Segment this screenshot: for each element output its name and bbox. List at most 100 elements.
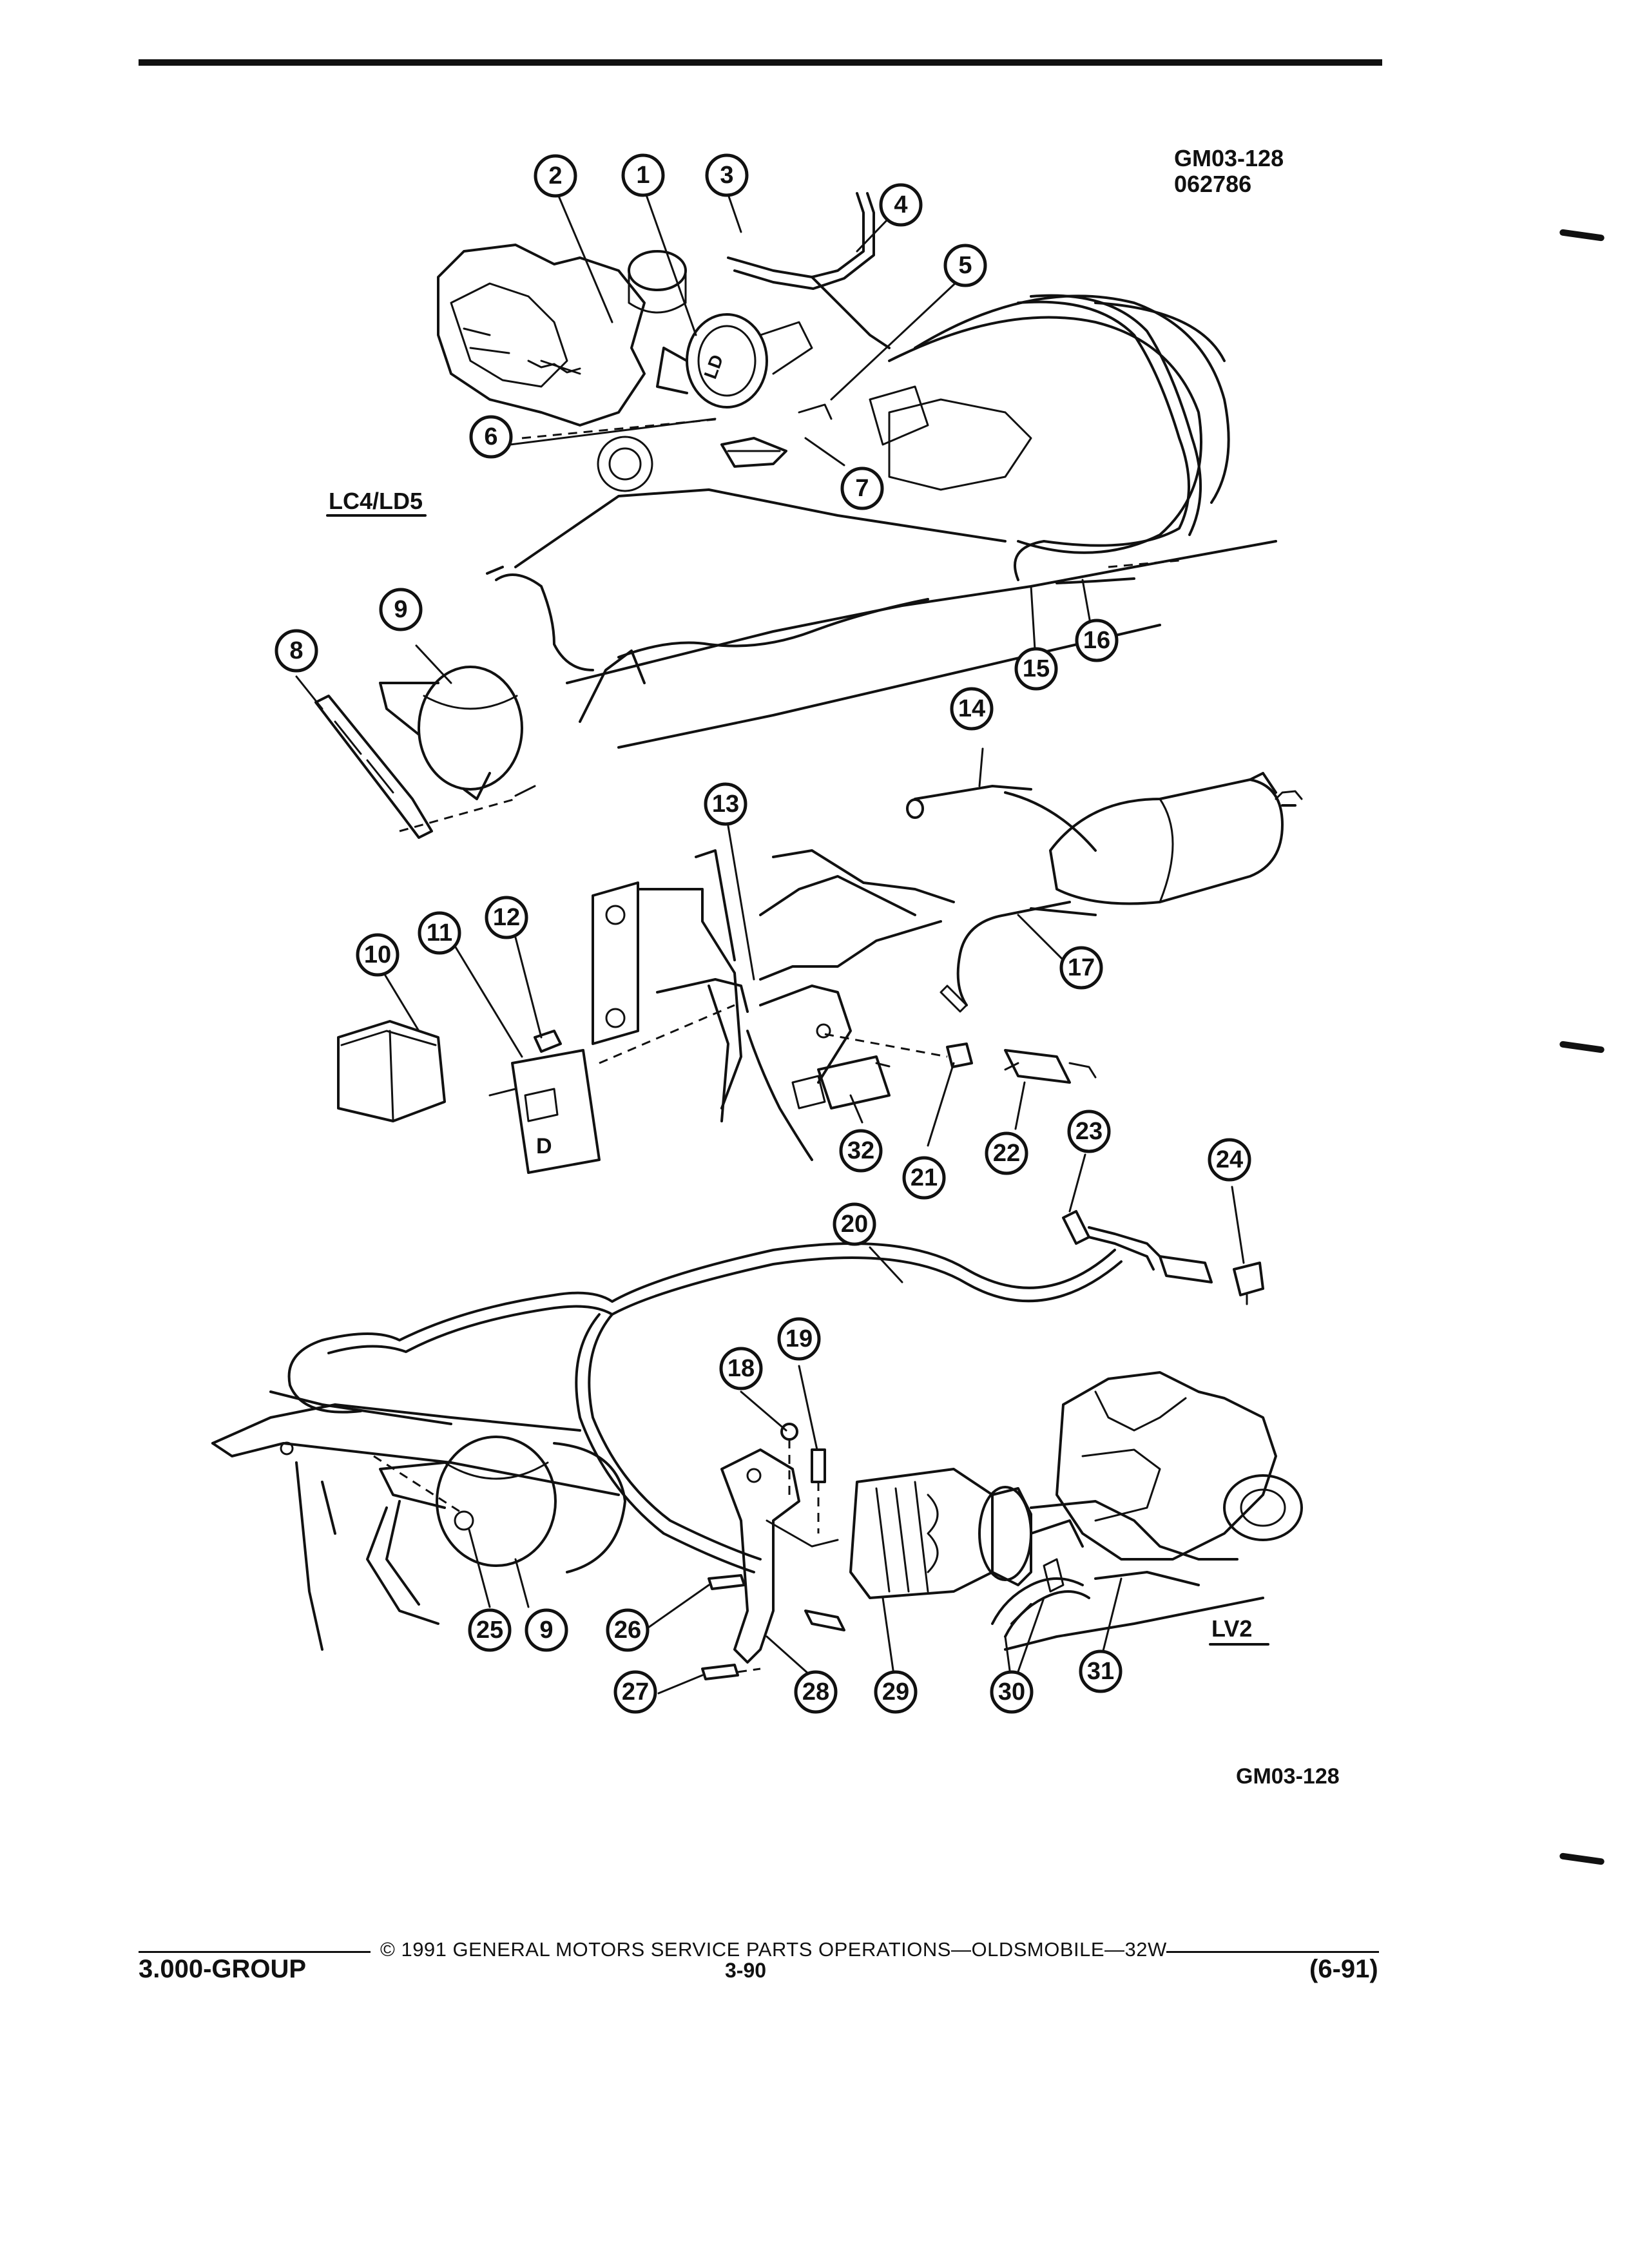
svg-text:4: 4 [894,191,907,218]
callout-18: 18 [719,1347,763,1390]
svg-text:15: 15 [1023,655,1050,682]
callout-4: 4 [879,183,923,227]
nut-18 [780,1423,798,1501]
svg-text:12: 12 [493,904,520,931]
fender-bottom [211,1390,626,1651]
carburetor-assembly-top [437,244,687,427]
engine-label-top: LC4/LD5 [329,488,423,514]
svg-text:11: 11 [427,919,452,947]
svg-text:9: 9 [394,596,407,623]
hose-connector-23 [1062,1210,1213,1283]
connector-22 [1004,1049,1097,1084]
svg-text:1: 1 [636,162,650,189]
vacuum-fitting-24 [1233,1262,1264,1305]
svg-text:28: 28 [802,1678,829,1706]
svg-text:6: 6 [484,423,497,450]
svg-text:29: 29 [882,1678,909,1706]
callouts: 1 2 3 4 5 6 7 8 9 10 11 12 13 14 15 16 1… [275,153,1251,1714]
callout-23: 23 [1067,1110,1111,1153]
svg-text:10: 10 [364,941,391,968]
svg-text:16: 16 [1083,627,1110,654]
svg-text:31: 31 [1087,1658,1114,1685]
svg-text:3: 3 [720,162,733,189]
svg-text:17: 17 [1068,954,1095,981]
svg-text:22: 22 [993,1140,1020,1167]
callout-29: 29 [874,1670,918,1714]
brake-switch-assembly [906,772,1303,1013]
callout-7: 7 [840,466,884,510]
callout-15: 15 [1014,647,1058,691]
brake-booster-top [869,294,1230,554]
hose-end-bottom [804,1610,845,1631]
footer-date: (6-91) [1309,1955,1378,1983]
svg-text:21: 21 [911,1164,938,1191]
svg-text:23: 23 [1075,1118,1103,1145]
callout-12: 12 [485,896,528,939]
callout-32: 32 [839,1129,883,1173]
svg-text:27: 27 [622,1678,649,1706]
callout-13: 13 [704,782,747,826]
callout-8: 8 [275,629,318,673]
callout-21: 21 [902,1156,946,1200]
cruise-servo-bottom [849,1468,1084,1599]
bolt-27 [701,1664,761,1680]
callout-1: 1 [621,153,665,197]
vacuum-reservoir-bottom [366,1436,557,1625]
engine-label-bottom: LV2 [1211,1615,1252,1642]
footer-page-number: 3-90 [725,1959,767,1982]
callout-2: 2 [534,154,577,198]
footer-group: 3.000-GROUP [139,1955,307,1983]
callout-11: 11 [418,911,461,955]
svg-text:20: 20 [841,1211,868,1238]
module-bracket-11: D [488,1004,735,1174]
svg-text:25: 25 [476,1617,503,1644]
callout-25: 25 [468,1608,512,1652]
mounting-bracket-8 [314,695,433,839]
figure-id-code: GM03-128 [1174,145,1284,171]
footer-copyright: © 1991 GENERAL MOTORS SERVICE PARTS OPER… [380,1938,1167,1961]
top-rule [139,59,1382,66]
callout-14: 14 [950,687,994,731]
hose-clamps-30 [991,1558,1090,1638]
cruise-servo-top: LD [656,313,813,408]
servo-bracket-28 [720,1448,839,1664]
dash-bracket-middle [592,849,955,1161]
cruise-control-module [337,1020,446,1122]
nut-21 [946,1043,973,1068]
svg-text:18: 18 [728,1355,755,1382]
bolt-26 [708,1574,746,1590]
callout-30: 30 [990,1670,1034,1714]
throttle-linkage-top [521,403,833,492]
svg-text:8: 8 [289,637,303,664]
svg-text:7: 7 [855,475,869,502]
fender-top [486,488,1277,749]
callout-9-top: 9 [379,588,423,631]
callout-19: 19 [777,1317,821,1361]
footer-rule-right [1166,1951,1379,1953]
callout-10: 10 [356,933,400,977]
svg-text:5: 5 [958,252,972,279]
svg-text:14: 14 [958,695,985,722]
svg-text:13: 13 [712,791,739,818]
vacuum-hose-top [727,192,891,349]
callout-20: 20 [833,1202,876,1246]
svg-text:19: 19 [786,1325,813,1352]
callout-26: 26 [606,1608,650,1652]
drawing-number: 062786 [1174,171,1251,197]
vacuum-reservoir-top [379,666,536,832]
callout-17: 17 [1059,946,1103,990]
callout-9-bottom: 9 [525,1608,568,1652]
leader-lines [295,192,1245,1695]
callout-5: 5 [943,244,987,287]
svg-text:30: 30 [998,1678,1025,1706]
svg-text:24: 24 [1216,1146,1243,1173]
cruise-cable-top [1014,294,1202,584]
vacuum-hose-20 [287,1242,1123,1573]
release-switch-32 [791,1023,948,1110]
svg-text:2: 2 [548,162,562,189]
carburetor-assembly-bottom [1004,1371,1303,1651]
callout-6: 6 [469,415,513,459]
callout-24: 24 [1208,1138,1251,1182]
svg-text:D: D [536,1134,552,1158]
